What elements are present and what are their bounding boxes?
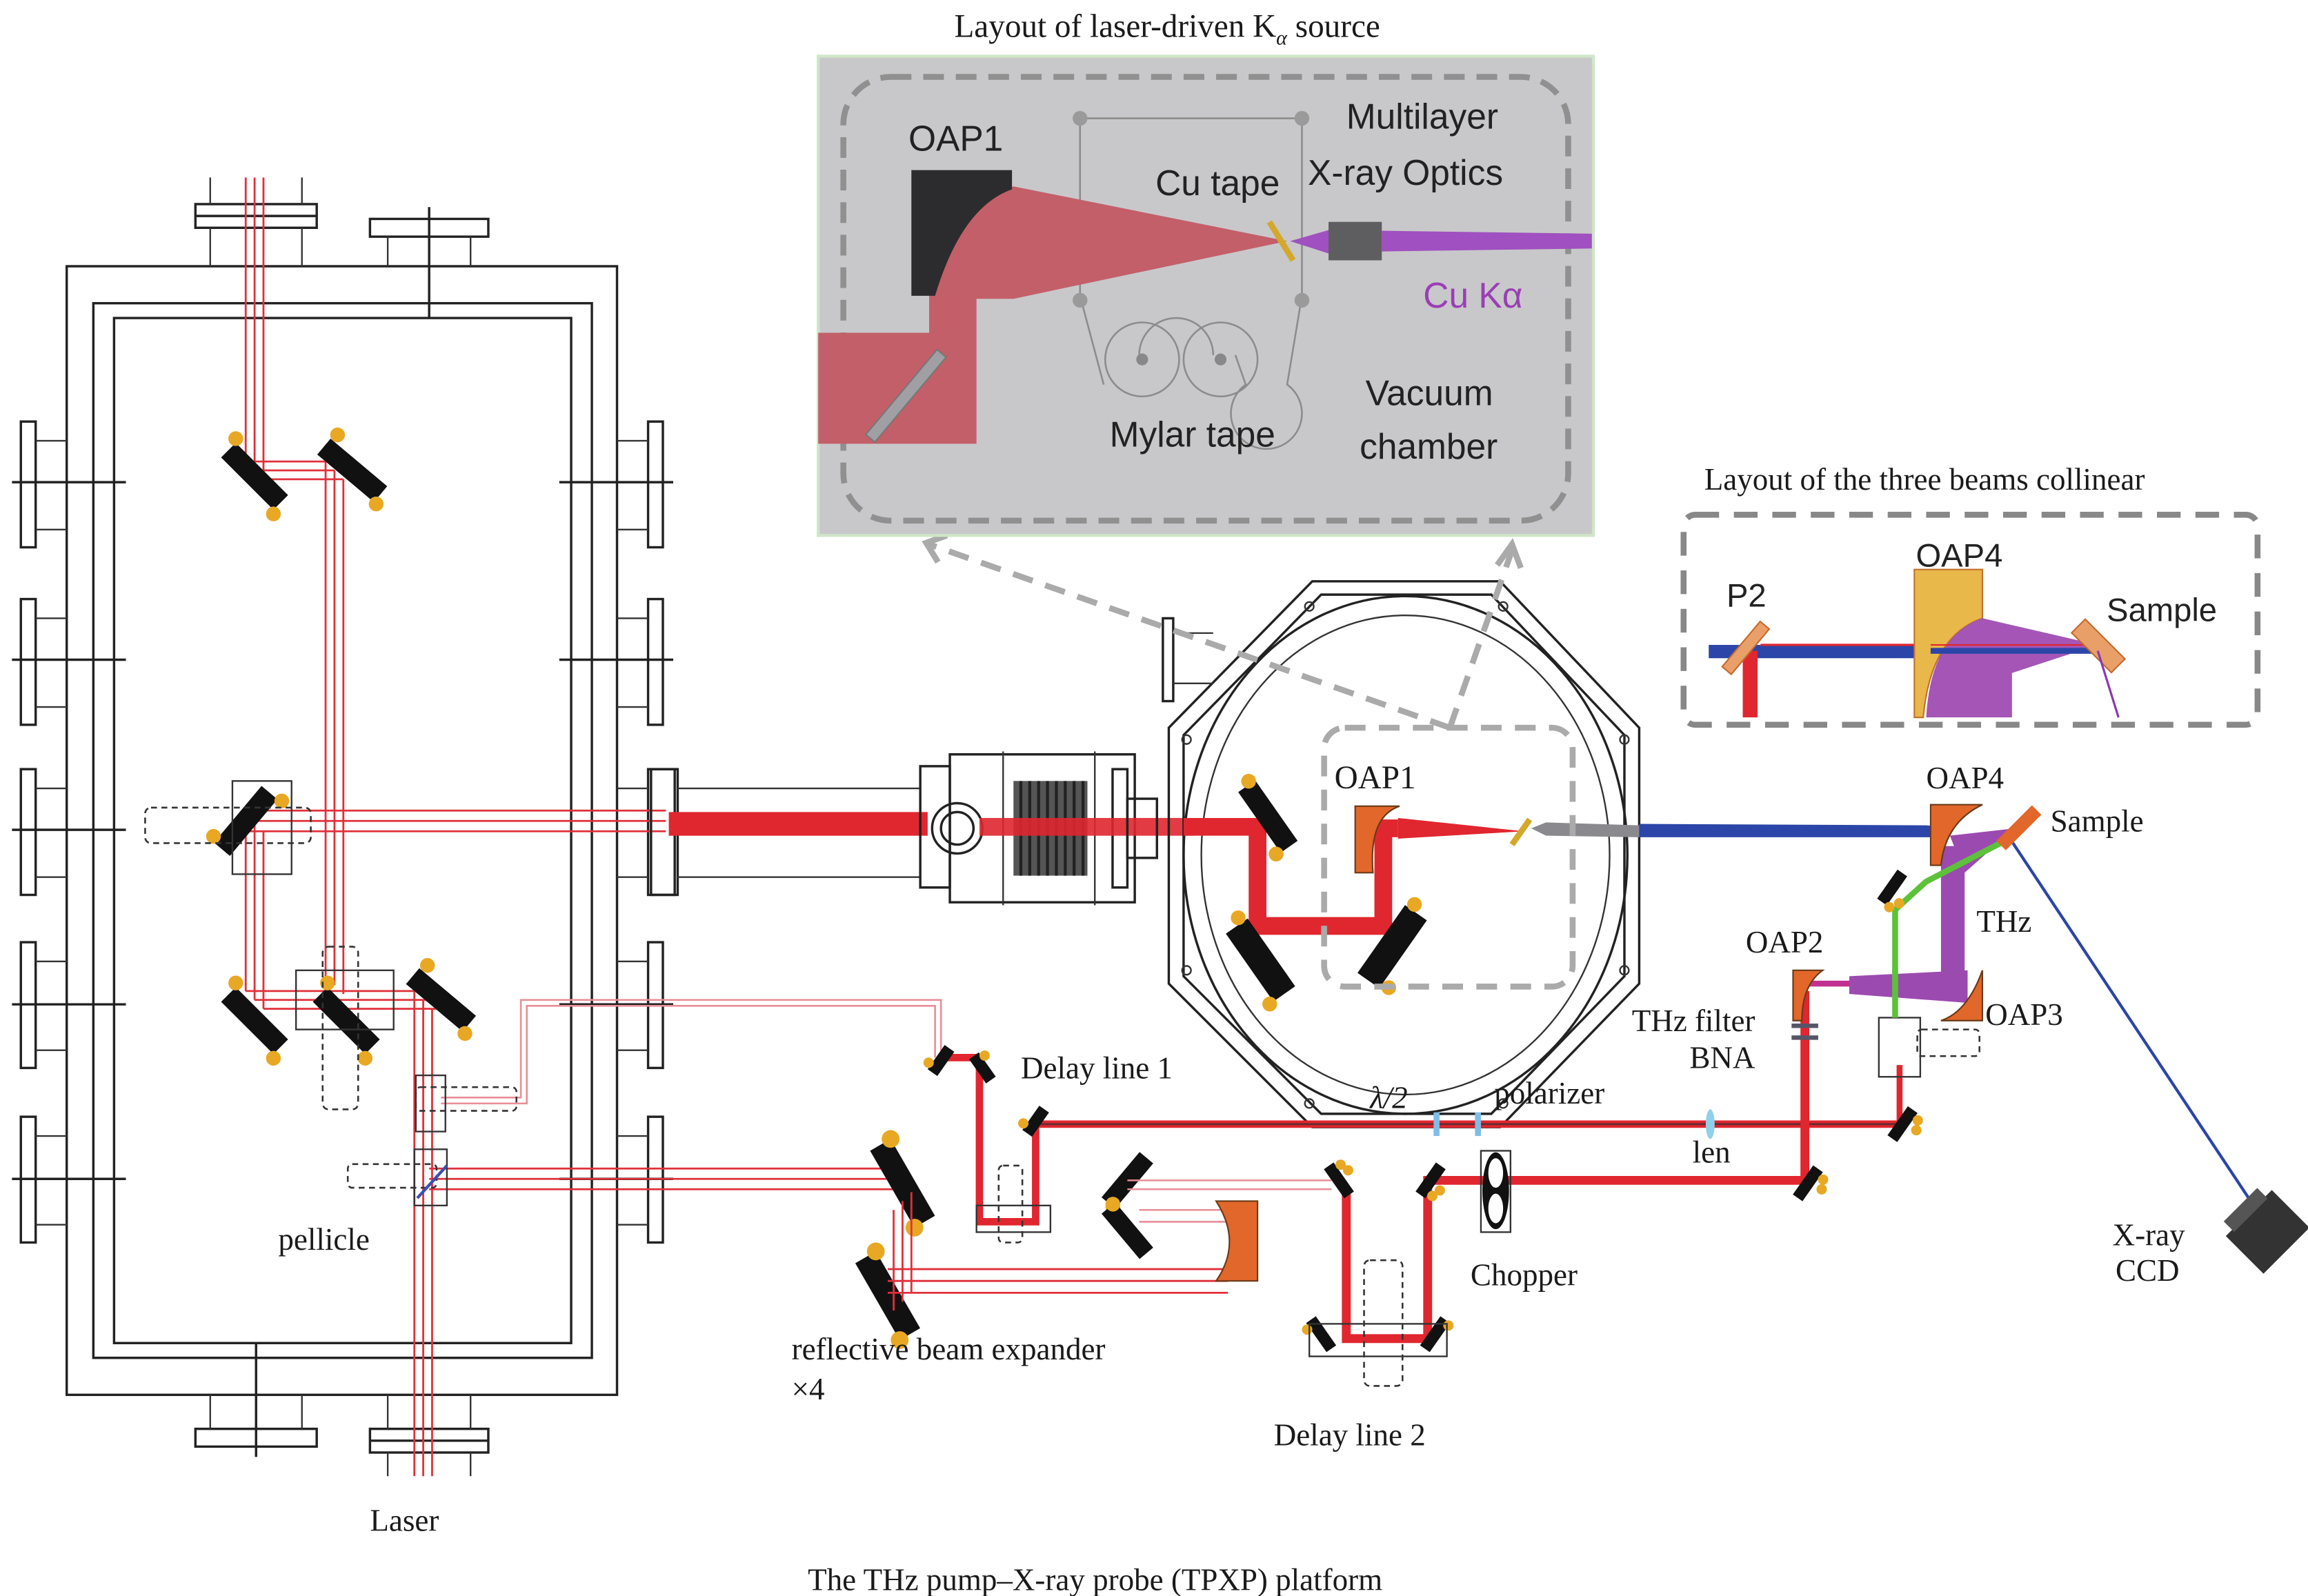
inset-label-mylar-tape: Mylar tape (1110, 415, 1275, 455)
label-pellicle: pellicle (278, 1222, 369, 1257)
inset-label-xray-optics: X-ray Optics (1308, 152, 1503, 192)
laser-chamber (12, 177, 676, 1477)
figure-caption: The THz pump–X-ray probe (TPXP) platform (808, 1562, 1382, 1596)
polarizer-element (1475, 1112, 1481, 1137)
chopper (1480, 1150, 1512, 1233)
label-xray: X-ray (2113, 1218, 2185, 1253)
inset-oap1-mirror (911, 170, 1013, 296)
label-beam-expander: reflective beam expander (792, 1332, 1106, 1366)
oap1-mirror (1354, 805, 1400, 874)
label-polarizer: polarizer (1494, 1076, 1604, 1110)
mirror (1793, 1165, 1829, 1201)
mirror (406, 957, 477, 1041)
oap4-mirror (1929, 804, 1983, 866)
label-sample: Sample (2051, 804, 2144, 838)
mirror (221, 975, 288, 1066)
delay-stage-2 (1309, 1259, 1448, 1387)
inset-label-cu-tape: Cu tape (1155, 163, 1280, 203)
label-half-wave-plate: λ/2 (1369, 1080, 1408, 1115)
label-thz: THz (1976, 904, 2031, 939)
inset-pointer-arrows (922, 532, 1524, 731)
label-expander-factor: ×4 (792, 1372, 825, 1406)
inset-label-oap4: OAP4 (1916, 537, 2002, 573)
inset-label-p2: P2 (1727, 577, 1767, 613)
inset-label-oap1: OAP1 (908, 119, 1003, 159)
label-oap1: OAP1 (1335, 760, 1416, 796)
label-ccd: CCD (2116, 1253, 2180, 1288)
mirror (855, 1242, 921, 1349)
label-oap3: OAP3 (1985, 997, 2063, 1032)
label-delay-line-1: Delay line 1 (1021, 1050, 1173, 1085)
label-thz-filter: THz filter (1632, 1004, 1755, 1038)
inset-label-chamber: chamber (1360, 426, 1498, 466)
mirror (312, 975, 380, 1066)
mirror (1415, 1162, 1446, 1201)
inset-label-vacuum: Vacuum (1366, 373, 1493, 413)
oap2-mirror (1792, 969, 1825, 1021)
translation-stages (144, 780, 517, 1207)
target-chamber (1162, 580, 1641, 1128)
laser-beam-paths (244, 177, 942, 1477)
lens-element (1705, 1109, 1715, 1139)
mirror (206, 786, 290, 856)
oap3-mirror (1940, 970, 1984, 1021)
mirror (1302, 1316, 1337, 1353)
inset-label-sample: Sample (2107, 592, 2217, 628)
half-wave-plate (1433, 1112, 1440, 1137)
collinear-inset-title: Layout of the three beams collinear (1704, 462, 2145, 497)
mirror-mounts (206, 427, 1153, 1349)
mirror (1324, 1159, 1354, 1199)
mirror (1226, 910, 1295, 1012)
label-laser: Laser (370, 1504, 439, 1538)
mirror (221, 431, 288, 521)
label-oap4: OAP4 (1926, 761, 2004, 795)
xray-ccd (2223, 1188, 2308, 1274)
sample-holder (1996, 805, 2042, 850)
mirror (923, 1045, 955, 1077)
label-oap2: OAP2 (1746, 925, 1824, 959)
mirror (1238, 773, 1298, 861)
label-delay-line-2: Delay line 2 (1274, 1417, 1426, 1452)
thz-filter (1791, 1024, 1818, 1040)
mirror (1357, 897, 1427, 995)
transport-tube (650, 751, 1194, 906)
convex-mirror (1215, 1200, 1259, 1282)
mirror (1101, 1152, 1153, 1215)
mirror (1420, 1316, 1454, 1353)
probe-arm (887, 990, 1980, 1387)
mirror (1018, 1106, 1049, 1137)
inset-label-multilayer: Multilayer (1346, 97, 1498, 137)
delay-stage-1 (975, 1164, 1052, 1244)
kalpha-inset (817, 54, 1595, 537)
mirror (1101, 1197, 1153, 1259)
mirror (1877, 869, 1907, 912)
mirror (968, 1050, 996, 1084)
eo-crystal-stage (1878, 1017, 1922, 1078)
label-lens: len (1693, 1135, 1731, 1170)
mirror (1887, 1106, 1923, 1142)
collinear-inset (1680, 512, 2261, 728)
kalpha-inset-title: Layout of laser-driven Kα source (954, 9, 1380, 50)
label-chopper: Chopper (1471, 1258, 1578, 1293)
inset-label-cu-kalpha: Cu Kα (1423, 275, 1522, 315)
mirror (317, 427, 388, 512)
mirror (870, 1130, 935, 1237)
xray-beam (1639, 824, 1938, 837)
xray-optics (1329, 221, 1382, 261)
label-bna: BNA (1689, 1040, 1755, 1075)
